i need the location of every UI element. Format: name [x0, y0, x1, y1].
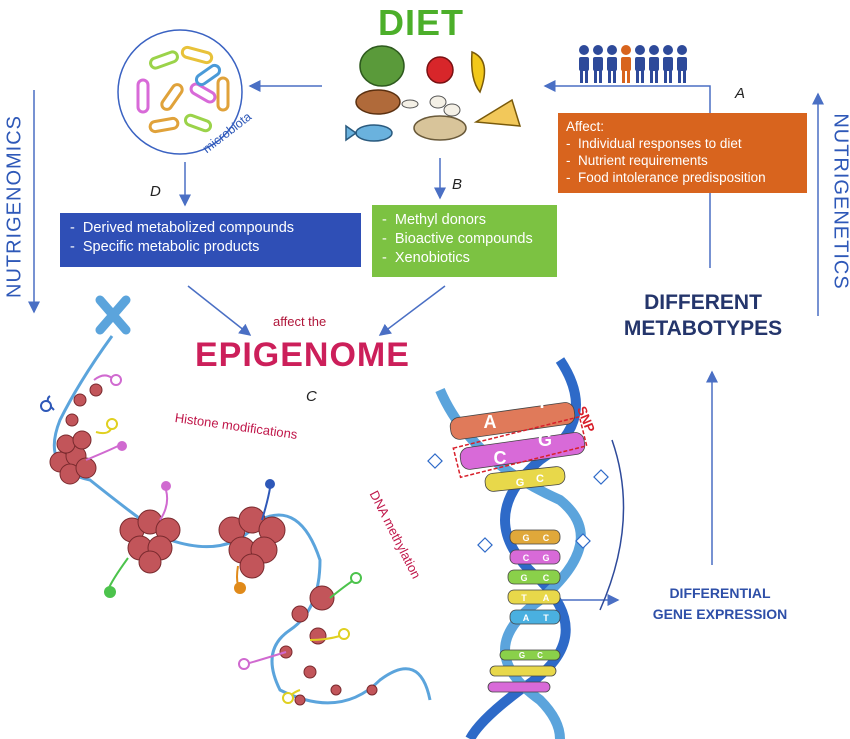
arrow-metabotypes-to-diet	[543, 80, 711, 268]
box-b-item: Methyl donors	[382, 211, 547, 230]
dna-base: G	[522, 533, 529, 543]
chromatin-illustration	[40, 295, 432, 706]
dna-base: T	[521, 593, 527, 603]
population-icon	[579, 45, 687, 83]
affect-the-label: affect the	[273, 314, 327, 329]
dietary-compounds-box: Methyl donors Bioactive compounds Xenobi…	[372, 205, 557, 277]
dna-base: C	[537, 651, 543, 660]
dna-base: T	[543, 613, 549, 623]
dna-base: A	[484, 412, 497, 432]
epigenome-title: EPIGENOME	[195, 336, 410, 374]
letter-a: A	[735, 85, 746, 102]
metabotypes-line1: DIFFERENT	[644, 291, 762, 314]
dna-base: G	[538, 430, 552, 450]
dna-base: C	[543, 533, 550, 543]
snp-highlight-box	[452, 415, 588, 479]
dna-base: A	[523, 613, 530, 623]
box-b-item: Xenobiotics	[382, 249, 547, 268]
diet-title: DIET	[378, 2, 465, 43]
dna-base: G	[516, 477, 525, 489]
differential-expression-label: DIFFERENTIAL GENE EXPRESSION	[620, 583, 820, 625]
bracket-curve	[599, 439, 625, 611]
box-b-item: Bioactive compounds	[382, 230, 547, 249]
diff-expression-line2: GENE EXPRESSION	[652, 606, 788, 622]
dna-base: C	[523, 553, 530, 563]
dna-base: C	[543, 573, 550, 583]
food-illustration	[345, 45, 522, 142]
arrow-d-to-epigenome	[187, 285, 252, 336]
box-a-item: Individual responses to diet	[566, 135, 799, 152]
box-a-item: Nutrient requirements	[566, 152, 799, 169]
metabolic-products-box: Derived metabolized compounds Specific m…	[60, 213, 361, 267]
dna-base: C	[536, 473, 544, 485]
box-d-item: Specific metabolic products	[70, 238, 351, 257]
metabotypes-label: DIFFERENT METABOTYPES	[598, 290, 808, 342]
box-d-item: Derived metabolized compounds	[70, 219, 351, 238]
dna-base: A	[543, 593, 550, 603]
arrow-b-to-epigenome	[378, 285, 446, 336]
microbiota-circle	[117, 29, 243, 155]
letter-c: C	[306, 388, 317, 405]
nutrigenetics-label: NUTRIGENETICS	[829, 113, 850, 290]
affect-heading: Affect:	[566, 119, 605, 134]
letter-d: D	[150, 183, 161, 200]
dna-base: G	[520, 573, 527, 583]
affect-box: Affect: Individual responses to diet Nut…	[558, 113, 807, 193]
nutrigenomics-label: NUTRIGENOMICS	[3, 115, 26, 298]
dna-base: G	[542, 553, 549, 563]
metabotypes-line2: METABOTYPES	[623, 317, 783, 340]
diff-expression-line1: DIFFERENTIAL	[669, 585, 771, 601]
dna-base: G	[519, 651, 525, 660]
dna-helix: A T C G G C G C C G G C T A A T G C	[427, 357, 609, 739]
letter-b: B	[452, 176, 463, 193]
dna-base: T	[537, 392, 548, 412]
box-a-item: Food intolerance predisposition	[566, 169, 799, 186]
dna-base: C	[494, 448, 507, 468]
